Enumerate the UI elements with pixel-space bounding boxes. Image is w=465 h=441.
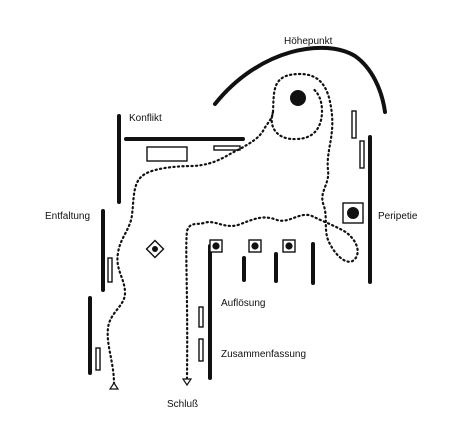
- konflikt-door-large: [146, 146, 188, 162]
- spot-small-1-icon: [209, 239, 223, 253]
- label-zusammenfassung: Zusammenfassung: [221, 349, 306, 360]
- end-arrow-icon: [181, 378, 193, 387]
- label-hoehepunkt: Höhepunkt: [284, 36, 333, 47]
- door-aufloesung-1: [198, 306, 204, 328]
- doors: [95, 110, 365, 371]
- label-aufloesung: Auflösung: [221, 298, 265, 309]
- walls: [88, 45, 387, 380]
- door-right-upper: [351, 110, 357, 139]
- markers: [145, 90, 364, 259]
- konflikt-door-small: [213, 145, 241, 151]
- label-entfaltung: Entfaltung: [45, 211, 90, 222]
- door-lower-left: [95, 347, 101, 371]
- spot-small-3-icon: [282, 239, 296, 253]
- hoehepunkt-arc-wall: [213, 45, 387, 114]
- label-konflikt: Konflikt: [129, 113, 162, 124]
- door-aufloesung-2: [198, 338, 204, 362]
- label-schluss: Schluß: [167, 399, 198, 410]
- door-right-lower: [359, 140, 365, 169]
- start-arrow-icon: [108, 381, 120, 390]
- label-peripetie: Peripetie: [378, 211, 418, 222]
- dotted-walk-path: [106, 72, 359, 390]
- hoehepunkt-loop: [270, 86, 324, 141]
- peripetie-spot-icon: [342, 202, 364, 224]
- door-entfaltung: [107, 257, 113, 283]
- walk-path-main: [106, 72, 359, 386]
- labels: Höhepunkt Konflikt Entfaltung Peripetie …: [45, 36, 418, 410]
- spot-small-2-icon: [248, 239, 262, 253]
- hoehepunkt-spot-icon: [290, 90, 306, 106]
- diamond-spot-icon: [145, 239, 165, 259]
